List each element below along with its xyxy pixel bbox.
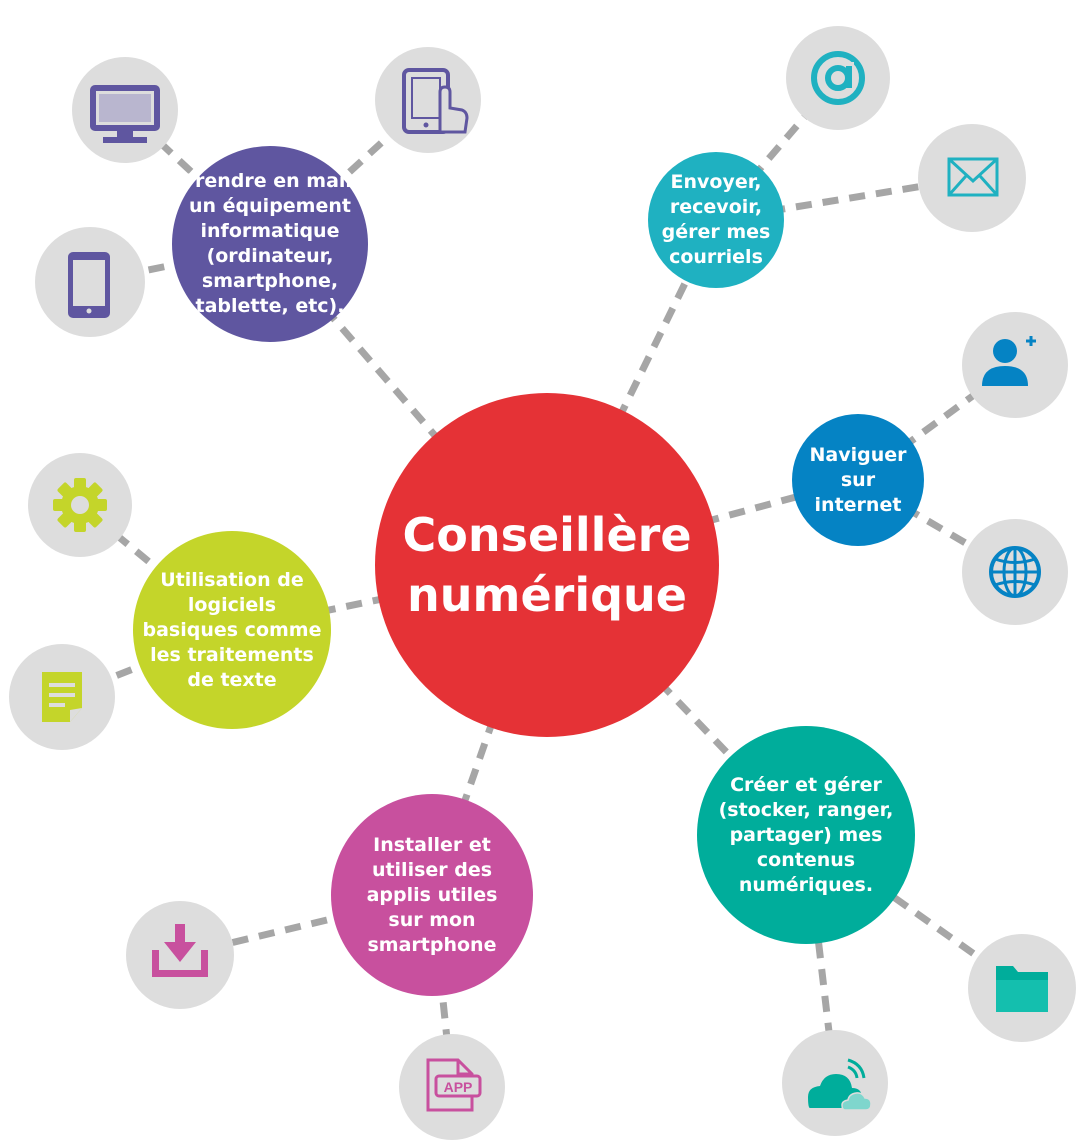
gear-icon <box>28 453 132 557</box>
topic-line: applis utiles <box>366 883 498 906</box>
topic-line: Créer et gérer <box>730 773 882 796</box>
app-icon-label: APP <box>444 1079 473 1095</box>
center-title-line: numérique <box>407 568 687 622</box>
download-icon <box>126 901 234 1009</box>
topic-line: gérer mes <box>661 221 771 243</box>
topic-line: sur <box>840 468 876 491</box>
topic-line: numériques. <box>738 873 874 896</box>
topic-line: smartphone <box>367 933 497 956</box>
app-file-icon: APP <box>399 1034 505 1140</box>
center-node: Conseillère numérique <box>375 393 719 737</box>
topic-line: tablette, etc). <box>195 295 345 317</box>
smartphone-icon <box>35 227 145 337</box>
cloud-icon <box>782 1030 888 1136</box>
center-title-line: Conseillère <box>402 508 692 562</box>
topic-contenus: Créer et gérer (stocker, ranger, partage… <box>697 726 915 944</box>
topic-line: un équipement <box>189 195 351 217</box>
folder-icon <box>968 934 1076 1042</box>
topic-line: smartphone, <box>201 270 339 292</box>
topic-line: basiques comme <box>142 618 322 641</box>
topic-line: sur mon <box>388 908 476 931</box>
topic-internet: Naviguer sur internet <box>792 414 924 546</box>
topic-line: Utilisation de <box>160 568 304 591</box>
tablet-touch-icon <box>375 47 481 153</box>
topic-logiciels: Utilisation de logiciels basiques comme … <box>133 531 331 729</box>
topic-line: (ordinateur, <box>206 245 334 267</box>
topic-line: Installer et <box>373 833 491 856</box>
topic-courriels: Envoyer, recevoir, gérer mes courriels <box>648 152 784 288</box>
add-user-icon <box>962 312 1068 418</box>
topic-line: utiliser des <box>371 858 493 881</box>
topic-equipement: Prendre en main un équipement informatiq… <box>172 146 368 342</box>
topic-line: contenus <box>756 848 856 871</box>
globe-icon <box>962 519 1068 625</box>
topic-line: internet <box>814 493 902 516</box>
topic-line: logiciels <box>187 593 277 616</box>
at-sign-icon <box>786 26 890 130</box>
topic-line: partager) mes <box>729 823 883 846</box>
monitor-icon <box>72 57 178 163</box>
topic-line: Prendre en main <box>181 170 359 192</box>
topic-line: les traitements <box>150 643 314 666</box>
topic-line: de texte <box>187 668 277 691</box>
topic-line: informatique <box>200 220 340 242</box>
topic-applis: Installer et utiliser des applis utiles … <box>331 794 533 996</box>
topic-line: recevoir, <box>669 196 763 218</box>
document-icon <box>9 644 115 750</box>
topic-line: (stocker, ranger, <box>718 798 894 821</box>
envelope-icon <box>918 124 1026 232</box>
topic-line: Naviguer <box>809 443 907 466</box>
topic-line: courriels <box>669 246 763 268</box>
topic-line: Envoyer, <box>670 171 762 193</box>
